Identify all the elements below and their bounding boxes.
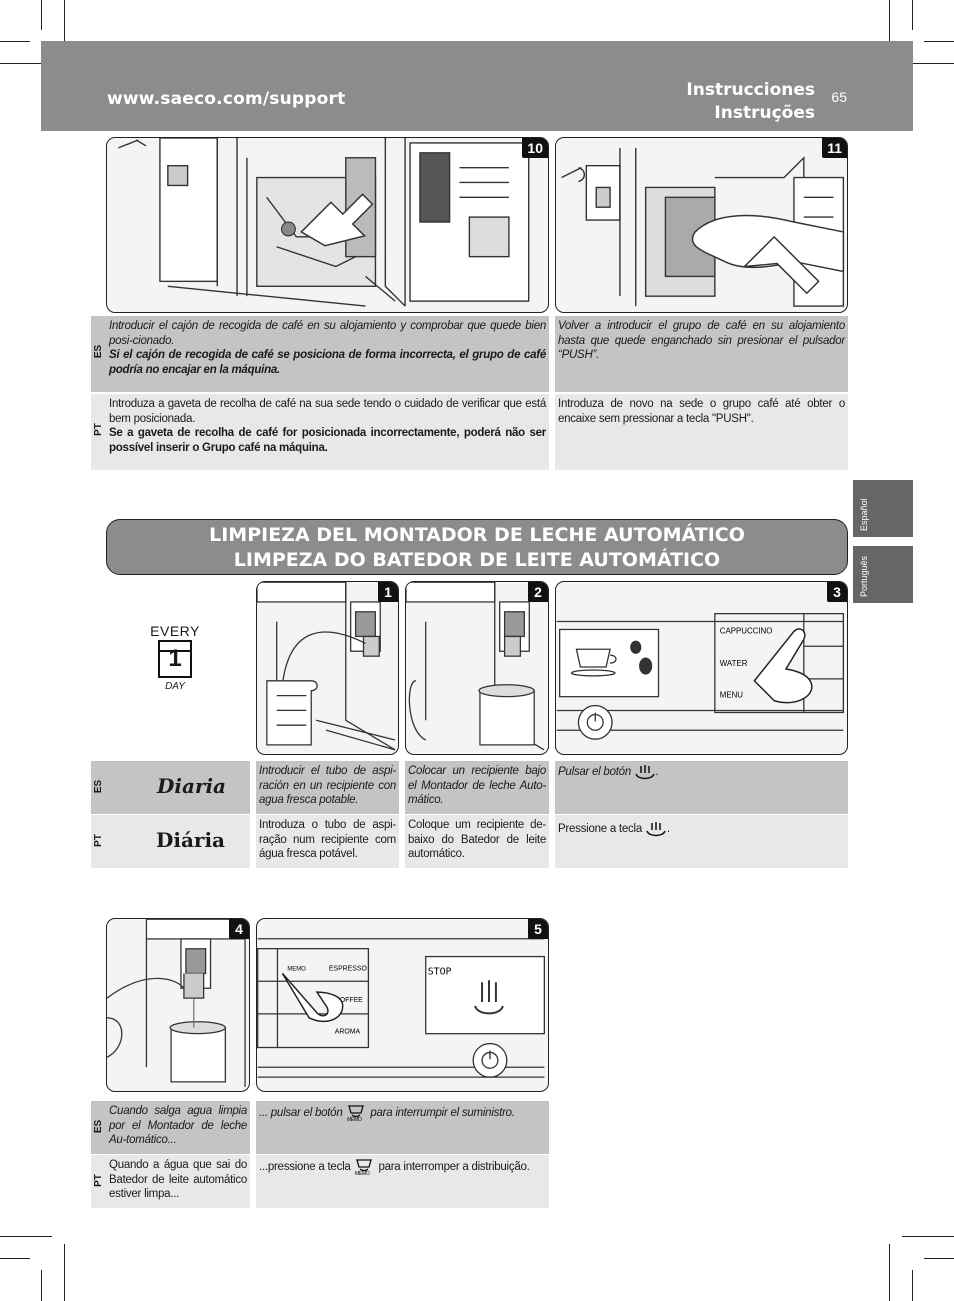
step-2-pt-text: Coloque um recipiente de-baixo do Batedo… bbox=[405, 815, 549, 868]
illustration-step-3: CAPPUCCINO WATER MENU 3 bbox=[555, 581, 848, 755]
step-10-es-text: Introducir el cajón de recogida de café … bbox=[106, 316, 549, 392]
illustration-step-1: 1 bbox=[256, 581, 399, 755]
illustration-step-10: 10 bbox=[106, 137, 549, 313]
crop-mark bbox=[64, 1244, 65, 1301]
control-panel-illustration: CAPPUCCINO WATER MENU bbox=[556, 612, 844, 740]
calendar-icon: EVERY 1 DAY bbox=[149, 623, 201, 692]
illustration-step-11: 11 bbox=[555, 137, 848, 313]
brew-group-insert-illustration bbox=[561, 147, 845, 307]
lang-band-es-2 bbox=[91, 761, 106, 814]
pressing-hand-icon bbox=[753, 628, 813, 704]
step-3-pt-text: Pressione a tecla . bbox=[555, 815, 848, 868]
step-number-4: 4 bbox=[229, 919, 249, 939]
crop-mark bbox=[0, 63, 52, 64]
crop-mark bbox=[902, 63, 954, 64]
lang-band-es-3 bbox=[91, 1101, 106, 1154]
step-2-es-text: Colocar un recipiente bajo el Montador d… bbox=[405, 761, 549, 814]
step-number-1: 1 bbox=[378, 582, 398, 602]
crop-mark bbox=[902, 1236, 954, 1237]
step-number-10: 10 bbox=[522, 138, 548, 158]
frequency-es-cell bbox=[106, 761, 250, 814]
crop-mark bbox=[912, 1270, 913, 1301]
stop-dispensing-illustration: MEMO ESPRESSO COFFEE AROMA STOP bbox=[257, 938, 545, 1078]
label-memo: MEMO bbox=[287, 966, 306, 972]
label-espresso: ESPRESSO bbox=[329, 965, 368, 972]
step-4-es-text: Cuando salga agua limpia por el Montador… bbox=[106, 1101, 250, 1154]
label-coffee: COFFEE bbox=[335, 997, 363, 1004]
step-number-5: 5 bbox=[528, 919, 548, 939]
svg-text:MEMO: MEMO bbox=[355, 1171, 370, 1176]
milk-frother-button-icon bbox=[646, 822, 666, 837]
memo-button-icon: MEMO bbox=[355, 1159, 373, 1176]
crop-mark bbox=[41, 1270, 42, 1301]
crop-mark bbox=[924, 41, 954, 42]
container-under-frother-illustration bbox=[406, 582, 545, 751]
lang-band-pt bbox=[91, 394, 106, 470]
lang-band-pt-3 bbox=[91, 1155, 106, 1208]
page-header: www.saeco.com/support Instrucciones Inst… bbox=[41, 41, 913, 131]
title-pt: Instruções bbox=[714, 103, 815, 123]
label-stop: STOP bbox=[428, 966, 452, 977]
svg-text:MEMO: MEMO bbox=[347, 1117, 362, 1122]
page-number: 65 bbox=[831, 89, 847, 105]
calendar-day: DAY bbox=[165, 681, 185, 692]
step-number-11: 11 bbox=[822, 138, 847, 158]
calendar-every: EVERY bbox=[150, 623, 200, 639]
header-titles: Instrucciones Instruções bbox=[686, 79, 815, 125]
section-title: LIMPIEZA DEL MONTADOR DE LECHE AUTOMÁTIC… bbox=[106, 519, 848, 575]
step-4-pt-text: Quando a água que sai do Batedor de leit… bbox=[106, 1155, 250, 1208]
machine-drawer-illustration bbox=[118, 138, 530, 307]
crop-mark bbox=[0, 41, 30, 42]
crop-mark bbox=[64, 0, 65, 62]
crop-mark bbox=[0, 1258, 30, 1259]
label-menu: MENU bbox=[720, 691, 744, 700]
label-cappuccino: CAPPUCCINO bbox=[720, 626, 773, 635]
step-number-2: 2 bbox=[528, 582, 548, 602]
lang-band-es bbox=[91, 316, 106, 392]
frequency-es: Diaria bbox=[157, 774, 226, 798]
step-1-pt-text: Introduza o tubo de aspi-ração num recip… bbox=[256, 815, 399, 868]
crop-mark bbox=[889, 0, 890, 62]
step-3-es-text: Pulsar el botón . bbox=[555, 761, 848, 814]
title-es: Instrucciones bbox=[686, 80, 815, 100]
frequency-pt-cell bbox=[106, 815, 250, 868]
crop-mark bbox=[889, 1244, 890, 1301]
step-10-pt-text: Introduza a gaveta de recolha de café na… bbox=[106, 394, 549, 470]
suction-tube-jug-illustration bbox=[257, 582, 396, 751]
crop-mark bbox=[912, 0, 913, 30]
clean-water-dispensing-illustration bbox=[107, 919, 246, 1087]
label-water: WATER bbox=[720, 659, 748, 668]
milk-frother-button-icon bbox=[635, 765, 655, 780]
step-1-es-text: Introducir el tubo de aspi-ración en un … bbox=[256, 761, 399, 814]
illustration-step-2: 2 bbox=[405, 581, 549, 755]
step-11-es-text: Volver a introducir el grupo de café en … bbox=[555, 316, 848, 392]
crop-mark bbox=[41, 0, 42, 30]
illustration-step-5: MEMO ESPRESSO COFFEE AROMA STOP 5 bbox=[256, 918, 549, 1092]
crop-mark bbox=[0, 1236, 52, 1237]
label-aroma: AROMA bbox=[335, 1029, 361, 1036]
illustration-step-4: 4 bbox=[106, 918, 250, 1092]
step-5-es-text: ... pulsar el botón MEMO para interrumpi… bbox=[256, 1101, 549, 1154]
lang-code-es-label: ES bbox=[93, 344, 105, 359]
memo-button-icon: MEMO bbox=[347, 1105, 365, 1122]
crop-mark bbox=[924, 1258, 954, 1259]
support-url[interactable]: www.saeco.com/support bbox=[107, 89, 346, 109]
calendar-number: 1 bbox=[158, 640, 192, 678]
side-tab-portugues: Português bbox=[853, 546, 913, 603]
step-number-3: 3 bbox=[827, 582, 847, 602]
step-11-pt-text: Introduza de novo na sede o grupo café a… bbox=[555, 394, 848, 470]
step-5-pt-text: ...pressione a tecla MEMO para interromp… bbox=[256, 1155, 549, 1208]
side-tab-espanol: Español bbox=[853, 480, 913, 537]
pressing-hand-icon bbox=[281, 972, 344, 1023]
frequency-pt: Diária bbox=[156, 828, 225, 852]
lang-band-pt-2 bbox=[91, 815, 106, 868]
